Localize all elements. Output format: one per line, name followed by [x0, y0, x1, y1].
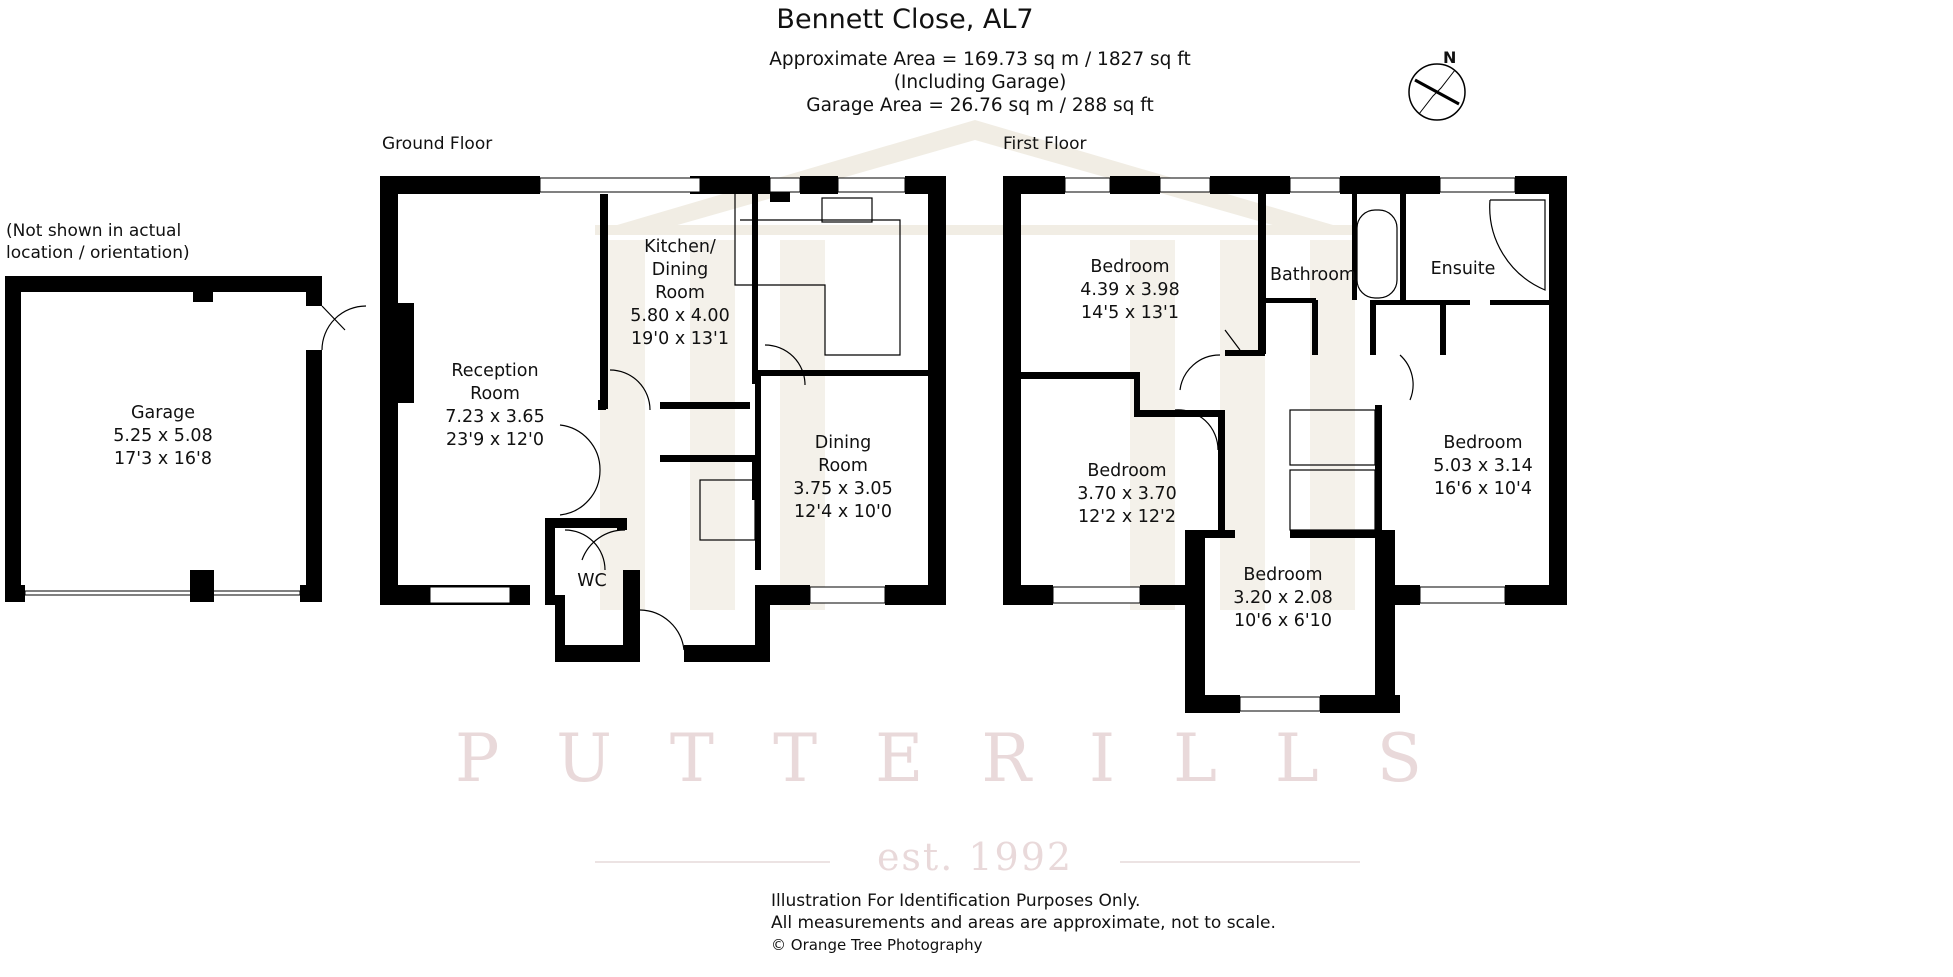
garage-note-line2: location / orientation)	[6, 243, 190, 263]
copyright: © Orange Tree Photography	[771, 934, 1276, 956]
page-title: Bennett Close, AL7	[776, 4, 1034, 35]
room-name: Bedroom	[1087, 461, 1167, 481]
first-floor-label: First Floor	[1003, 134, 1087, 154]
disclaimer-line2: All measurements and areas are approxima…	[771, 913, 1276, 933]
room-metric: 4.39 x 3.98	[1080, 280, 1180, 300]
room-wc: WC	[577, 571, 607, 591]
room-imperial: 10'6 x 6'10	[1234, 611, 1332, 631]
room-name: Bedroom	[1090, 257, 1170, 277]
room-ensuite: Ensuite	[1430, 259, 1496, 279]
room-name-2: Room	[470, 384, 520, 404]
room-bathroom: Bathroom	[1270, 265, 1356, 285]
garage-area: Garage Area = 26.76 sq m / 288 sq ft	[806, 95, 1154, 116]
room-name-2: Dining	[651, 260, 709, 280]
room-metric: 5.25 x 5.08	[113, 426, 213, 446]
room-imperial: 19'0 x 13'1	[631, 329, 729, 349]
room-name-2: Room	[818, 456, 868, 476]
room-bedroom-1: Bedroom 4.39 x 3.98 14'5 x 13'1	[1080, 256, 1179, 325]
garage-note: (Not shown in actual location / orientat…	[6, 220, 190, 264]
copyright-text: © Orange Tree Photography	[771, 936, 983, 954]
room-metric: 3.20 x 2.08	[1233, 588, 1333, 608]
room-metric: 3.70 x 3.70	[1077, 484, 1177, 504]
compass-north-label: N	[1443, 48, 1457, 67]
including-garage: (Including Garage)	[893, 72, 1067, 93]
room-name: Bedroom	[1243, 565, 1323, 585]
room-metric: 3.75 x 3.05	[793, 479, 893, 499]
room-imperial: 12'4 x 10'0	[794, 502, 892, 522]
approx-area: Approximate Area = 169.73 sq m / 1827 sq…	[769, 49, 1191, 70]
ground-floor-label: Ground Floor	[382, 134, 493, 154]
room-reception: Reception Room 7.23 x 3.65 23'9 x 12'0	[445, 360, 544, 452]
room-metric: 5.80 x 4.00	[630, 306, 730, 326]
room-name: Kitchen/	[644, 237, 716, 257]
room-name: Garage	[130, 403, 196, 423]
room-kitchen-dining: Kitchen/ Dining Room 5.80 x 4.00 19'0 x …	[630, 236, 729, 351]
room-imperial: 17'3 x 16'8	[114, 449, 212, 469]
room-imperial: 14'5 x 13'1	[1081, 303, 1179, 323]
room-bedroom-4: Bedroom 3.20 x 2.08 10'6 x 6'10	[1233, 564, 1332, 633]
room-bedroom-3: Bedroom 5.03 x 3.14 16'6 x 10'4	[1433, 432, 1532, 501]
room-name: Reception	[451, 361, 539, 381]
room-metric: 5.03 x 3.14	[1433, 456, 1533, 476]
room-name-3: Room	[655, 283, 705, 303]
disclaimer: Illustration For Identification Purposes…	[771, 890, 1276, 956]
room-imperial: 16'6 x 10'4	[1434, 479, 1532, 499]
room-imperial: 23'9 x 12'0	[446, 430, 544, 450]
room-dining: Dining Room 3.75 x 3.05 12'4 x 10'0	[793, 432, 892, 524]
garage-note-line1: (Not shown in actual	[6, 221, 182, 241]
room-name: Bedroom	[1443, 433, 1523, 453]
watermark-brand: PUTTERILLS	[455, 720, 1480, 797]
room-garage: Garage 5.25 x 5.08 17'3 x 16'8	[113, 402, 212, 471]
disclaimer-line1: Illustration For Identification Purposes…	[771, 891, 1141, 911]
room-name: Dining	[814, 433, 872, 453]
room-imperial: 12'2 x 12'2	[1078, 507, 1176, 527]
room-bedroom-2: Bedroom 3.70 x 3.70 12'2 x 12'2	[1077, 460, 1176, 529]
room-metric: 7.23 x 3.65	[445, 407, 545, 427]
watermark-est: est. 1992	[876, 835, 1074, 879]
